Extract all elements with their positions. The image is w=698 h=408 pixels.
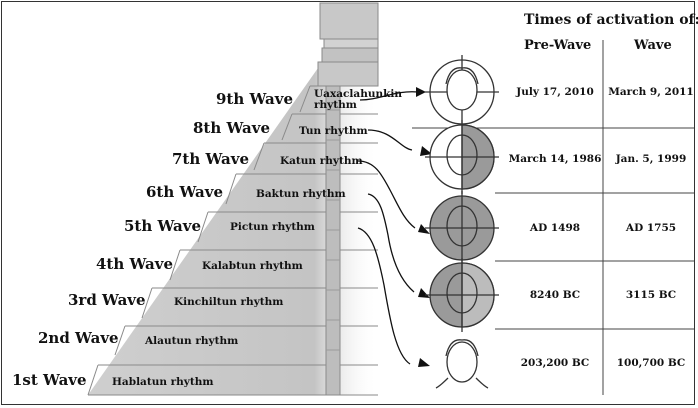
column-header-wave: Wave	[634, 38, 672, 53]
rhythm-label-5: Pictun rhythm	[230, 221, 315, 233]
row-1-wave: March 9, 2011	[608, 86, 694, 98]
wave-label-1: 1st Wave	[12, 371, 87, 389]
rhythm-label-3: Kinchiltun rhythm	[174, 296, 284, 308]
wave-label-9: 9th Wave	[216, 90, 294, 108]
wave-label-7: 7th Wave	[172, 150, 250, 168]
row-5-wave: 100,700 BC	[616, 357, 686, 369]
face-4	[425, 258, 499, 332]
wave-label-5: 5th Wave	[124, 217, 202, 235]
row-4-wave: 3115 BC	[625, 289, 677, 301]
rhythm-label-9-line2: rhythm	[314, 99, 357, 111]
arrows	[357, 91, 419, 365]
wave-label-3: 3rd Wave	[68, 291, 146, 309]
wave-label-8: 8th Wave	[193, 119, 271, 137]
face-5	[435, 339, 489, 389]
rhythm-label-1: Hablatun rhythm	[112, 376, 214, 388]
row-2-wave: Jan. 5, 1999	[615, 153, 687, 165]
rhythm-label-4: Kalabtun rhythm	[202, 260, 303, 272]
wave-label-6: 6th Wave	[146, 183, 224, 201]
arrow-6th	[367, 193, 415, 293]
row-1-prewave: July 17, 2010	[516, 86, 594, 98]
row-5-prewave: 203,200 BC	[520, 357, 590, 369]
rhythm-label-6: Baktun rhythm	[256, 188, 346, 200]
arrow-7th	[357, 160, 416, 229]
table-title: Times of activation of:	[524, 12, 698, 28]
row-2-prewave: March 14, 1986	[508, 153, 602, 165]
arrow-9th	[359, 91, 419, 101]
pyramid-temple	[317, 2, 379, 87]
arrow-5th	[357, 227, 411, 365]
row-4-prewave: 8240 BC	[529, 289, 581, 301]
face-1	[425, 55, 499, 129]
pyramid-body	[88, 68, 378, 395]
column-header-prewave: Pre-Wave	[524, 38, 592, 53]
row-3-prewave: AD 1498	[529, 222, 581, 234]
face-3	[425, 191, 499, 265]
stair-lines	[326, 109, 340, 351]
arrow-8th	[367, 129, 413, 151]
rhythm-label-9-line1: Uaxaclahunkin	[314, 88, 403, 100]
wave-label-2: 2nd Wave	[38, 329, 119, 347]
wave-label-4: 4th Wave	[96, 255, 174, 273]
rhythm-label-7: Katun rhythm	[280, 155, 363, 167]
row-3-wave: AD 1755	[625, 222, 677, 234]
table-lines	[412, 40, 694, 395]
rhythm-label-2: Alautun rhythm	[145, 335, 239, 347]
face-2	[425, 120, 499, 194]
rhythm-label-8: Tun rhythm	[299, 125, 368, 137]
